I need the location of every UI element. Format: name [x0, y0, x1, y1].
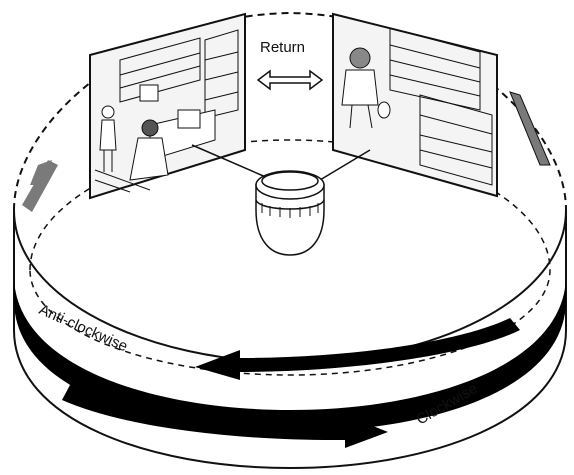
left-scene-panel: [89, 12, 246, 200]
return-arrow: [256, 69, 324, 91]
return-label: Return: [260, 39, 305, 56]
ring-bottom-front: [13, 329, 567, 470]
left-gray-bar: [22, 160, 58, 212]
right-gray-bar: [509, 91, 551, 166]
camera-base-ridges: [261, 203, 319, 218]
view-lines: [191, 144, 371, 181]
dome-camera: [255, 170, 325, 256]
right-scene-panel: [332, 12, 498, 198]
clockwise-arrow: [62, 385, 388, 448]
anticlockwise-arrow: [195, 318, 520, 380]
